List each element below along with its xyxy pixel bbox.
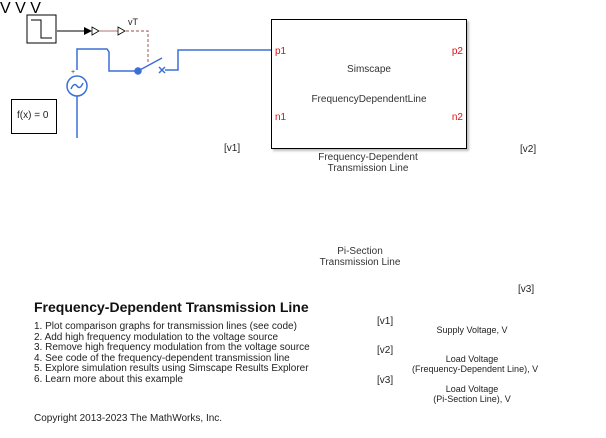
pi-block-name-1: Pi-Section bbox=[337, 246, 383, 257]
step-link-6[interactable]: 6. Learn more about this example bbox=[34, 373, 183, 385]
signal-label-pi-1: Load Voltage bbox=[445, 384, 499, 394]
voltmeter-glyph-2: V bbox=[30, 0, 41, 17]
fd-block-text-1: Simscape bbox=[347, 64, 391, 75]
step-link-4[interactable]: 4. See code of the frequency-dependent t… bbox=[34, 352, 290, 364]
frequency-dependent-line-block[interactable]: Simscape FrequencyDependentLine p1 n1 p2… bbox=[271, 19, 467, 149]
switch[interactable] bbox=[134, 49, 275, 75]
solver-configuration-block[interactable]: f(x) = 0 bbox=[11, 99, 57, 134]
port-p1: p1 bbox=[275, 46, 287, 57]
model-title: Frequency-Dependent Transmission Line bbox=[34, 299, 309, 315]
port-p2: p2 bbox=[451, 46, 463, 57]
voltmeter-glyph-3: V bbox=[15, 0, 26, 17]
step-link-1[interactable]: 1. Plot comparison graphs for transmissi… bbox=[34, 321, 297, 332]
from-v3-label: [v3] bbox=[377, 375, 394, 386]
svg-text:+: + bbox=[71, 69, 75, 76]
step-list: 1. Plot comparison graphs for transmissi… bbox=[34, 321, 310, 385]
pi-block-name-2: Transmission Line bbox=[319, 257, 401, 268]
voltmeter-glyph-1: V bbox=[0, 0, 11, 17]
step-signal-label: vT bbox=[128, 17, 138, 27]
solver-label: f(x) = 0 bbox=[17, 110, 49, 121]
fd-block-text-2: FrequencyDependentLine bbox=[311, 94, 427, 105]
step-link-3[interactable]: 3. Remove high frequency modulation from… bbox=[34, 342, 310, 353]
port-n1: n1 bbox=[275, 112, 287, 123]
signal-label-fd-1: Load Voltage bbox=[445, 354, 499, 364]
goto-v3-label: [v3] bbox=[518, 284, 535, 295]
goto-v2-label: [v2] bbox=[520, 144, 537, 155]
from-v1-label: [v1] bbox=[377, 316, 394, 327]
signal-label-pi-2: (Pi-Section Line), V bbox=[433, 394, 511, 404]
copyright: Copyright 2013-2023 The MathWorks, Inc. bbox=[34, 413, 223, 424]
goto-v1-label: [v1] bbox=[224, 143, 241, 154]
port-n2: n2 bbox=[451, 112, 463, 123]
signal-label-fd-2: (Frequency-Dependent Line), V bbox=[412, 364, 539, 374]
step-link-5[interactable]: 5. Explore simulation results using Sims… bbox=[34, 363, 309, 374]
step-link-2[interactable]: 2. Add high frequency modulation to the … bbox=[34, 331, 279, 343]
fd-block-name-1: Frequency-Dependent bbox=[318, 152, 418, 163]
from-v2-label: [v2] bbox=[377, 345, 394, 356]
step-block[interactable] bbox=[26, 14, 57, 44]
fd-block-name-2: Transmission Line bbox=[327, 163, 409, 174]
signal-label-supply: Supply Voltage, V bbox=[436, 325, 508, 335]
step-signal-line bbox=[57, 26, 149, 64]
ac-voltage-source[interactable] bbox=[66, 48, 138, 138]
